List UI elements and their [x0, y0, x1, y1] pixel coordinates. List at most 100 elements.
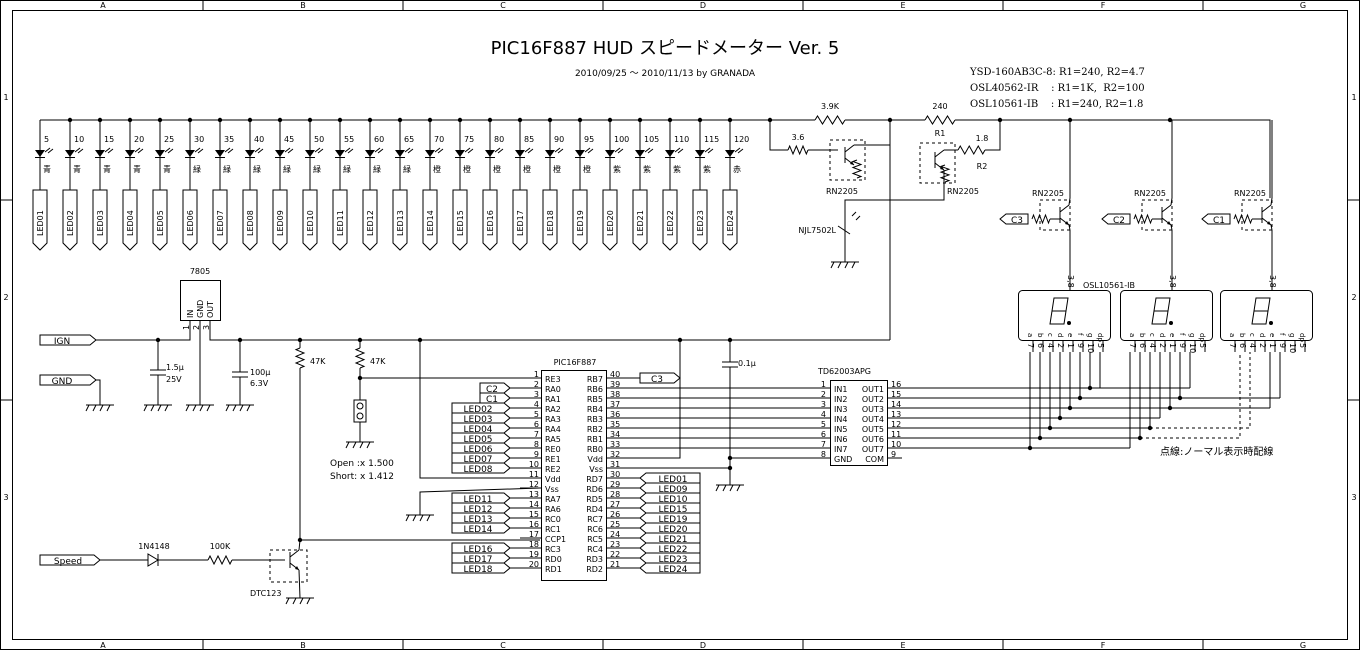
capacitor — [150, 369, 166, 376]
led-color-label: 青 — [103, 164, 111, 174]
jumper-pin — [356, 412, 364, 420]
column-label: G — [1300, 1, 1306, 10]
column-label: G — [1300, 641, 1306, 650]
resistor — [354, 347, 366, 369]
pic-pin-number: 29 — [610, 480, 620, 489]
wire — [1170, 224, 1173, 231]
capacitor-2-voltage: 6.3V — [250, 379, 269, 388]
driver-label: TD62003APG — [817, 367, 871, 376]
pic-pin-name: RC0 — [545, 515, 561, 524]
pic-pin-number: 4 — [534, 400, 539, 409]
pic-pin-name: RC5 — [587, 535, 603, 544]
pic-net-tag — [451, 492, 511, 504]
display-pin-number: 4 — [1148, 343, 1157, 348]
jumper-open-note: Open :x 1.500 — [330, 459, 394, 469]
led-net-tag — [542, 189, 558, 251]
led-symbol — [515, 150, 525, 157]
wire — [1150, 352, 1251, 429]
led-net-tag — [212, 189, 228, 251]
pic-pins: 1RE32RA03RA14RA25RA36RA47RA58RE09RE110RE… — [510, 370, 830, 574]
transistor-package — [1039, 199, 1071, 231]
pic-net-tag-label: LED17 — [463, 555, 492, 565]
display-pin-number: 9 — [1278, 343, 1287, 348]
pic-net-tag — [451, 432, 511, 444]
pic-pin-name: RA2 — [545, 405, 561, 414]
display-body — [1018, 290, 1111, 341]
junction-dot — [1177, 395, 1183, 401]
transistor-arrow — [295, 566, 299, 570]
phototransistor-symbol — [837, 222, 851, 240]
led-net-tag — [362, 189, 378, 251]
led-net-tag-label: LED18 — [546, 210, 555, 236]
pic-pin-name: RA5 — [545, 435, 561, 444]
dotted-line-note: 点線:ノーマル表示時配線 — [1160, 445, 1273, 458]
segment-label: b — [1138, 333, 1146, 338]
resistor — [1233, 213, 1253, 225]
junction-dot — [1077, 395, 1083, 401]
pic-pin-name: RE3 — [545, 375, 561, 384]
pic-pin-number: 24 — [610, 530, 620, 539]
led-net-tag-label: LED24 — [726, 210, 735, 236]
led-net-tag-label: LED10 — [306, 210, 315, 236]
net-tag-speed-label: Speed — [54, 557, 82, 567]
pic-net-tag-label: LED20 — [658, 525, 687, 535]
led-speed-label: 30 — [194, 135, 204, 144]
pic-pin-number: 22 — [610, 550, 620, 559]
driver-pin-number: 2 — [821, 390, 826, 399]
pic-net-tag — [451, 412, 511, 424]
display-pin-number: 2 — [1158, 343, 1167, 348]
led-net-tag-label: LED09 — [276, 210, 285, 236]
transistor-symbol — [844, 144, 855, 166]
junction-dot — [1147, 425, 1153, 431]
led-light-rays-icon — [485, 147, 504, 158]
pic-pin-number: 32 — [610, 450, 620, 459]
led-light-rays-icon — [455, 147, 474, 158]
pic-pin-name: RA7 — [545, 495, 561, 504]
transistor-arrow — [1167, 221, 1171, 225]
led-speed-label: 70 — [434, 135, 444, 144]
pic-net-tag — [451, 512, 511, 524]
column-label: A — [100, 1, 106, 10]
pic-pin-name: RA6 — [545, 505, 561, 514]
led-net-tag — [332, 189, 348, 251]
wire — [606, 340, 681, 459]
led-net-tag-label: LED23 — [696, 210, 705, 236]
led-net-tag-label: LED15 — [456, 210, 465, 236]
led-color-label: 橙 — [583, 164, 591, 174]
pic-pin-number: 26 — [610, 510, 620, 519]
digit-select-tag — [1201, 213, 1231, 225]
led-speed-label: 105 — [644, 135, 659, 144]
digit-8-glyph — [1049, 297, 1069, 325]
pic-pin-number: 15 — [529, 510, 539, 519]
wire — [1170, 120, 1173, 206]
resistor — [787, 144, 809, 156]
driver-pin-number: 6 — [821, 430, 826, 439]
driver-pin-number: 13 — [891, 410, 901, 419]
led-light-rays-icon — [275, 147, 294, 158]
wire — [1068, 120, 1071, 206]
pic-pin-number: 40 — [610, 370, 620, 379]
driver-pin-number: 1 — [821, 380, 826, 389]
led-light-rays-icon — [545, 147, 564, 158]
pic-net-tag — [451, 402, 511, 414]
wire — [1270, 120, 1273, 206]
pic-net-tag-label: LED04 — [463, 425, 492, 435]
capacitor — [232, 371, 248, 378]
pic-pin-number: 39 — [610, 380, 620, 389]
led-color-label: 緑 — [253, 164, 261, 174]
display-pin-number: 2 — [1258, 343, 1267, 348]
led-net-tag — [182, 189, 198, 251]
digit-select-tag — [999, 213, 1029, 225]
wire — [419, 340, 540, 479]
led-net-tag-label: LED08 — [246, 210, 255, 236]
note-line-1: YSD-160AB3C-8: R1=240, R2=4.7 — [969, 67, 1145, 78]
segment-label: c — [1248, 333, 1256, 337]
led-symbol — [365, 150, 375, 157]
resistor-3k6-label: 3.6 — [792, 133, 805, 142]
transistor-package — [919, 142, 956, 184]
